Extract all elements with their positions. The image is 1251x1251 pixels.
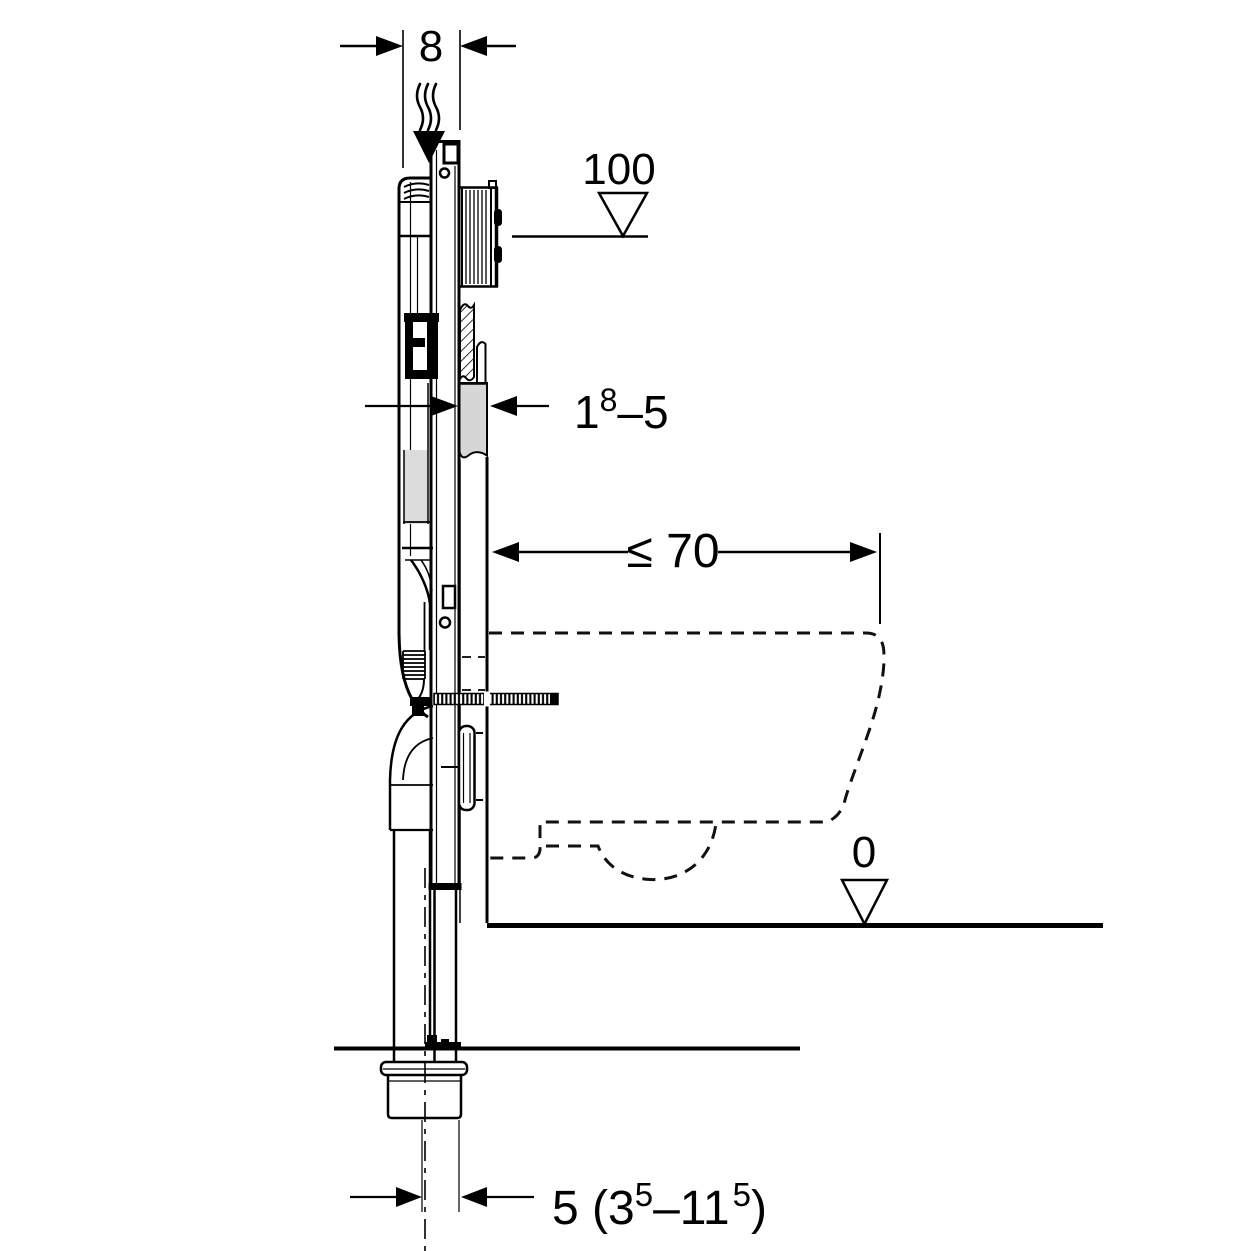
frame-depth-label: 8 [419, 22, 443, 71]
plaster-hatch-strip [459, 301, 475, 383]
level-triangle-icon [596, 191, 650, 239]
finished-wall [459, 457, 489, 923]
rail-hole-top [438, 167, 451, 179]
dimension-arrow-icon [460, 36, 487, 56]
water-supply-arrow-icon [413, 82, 445, 163]
dimension-finish-thickness: 18–5 [365, 382, 669, 438]
dimension-arrow-icon [492, 542, 519, 562]
level-marker-100: 100 [512, 145, 656, 239]
dimension-arrow-icon [461, 1187, 487, 1207]
dimension-arrow-icon [396, 1187, 422, 1207]
finish-thickness-block [458, 382, 488, 459]
dimension-frame-depth: 8 [340, 22, 516, 168]
finish-plate-strip [476, 341, 487, 383]
tank-section-fill [404, 450, 428, 524]
wall-finish-layers [458, 301, 488, 459]
dimension-arrow-icon [850, 542, 877, 562]
wc-pan-outline [489, 631, 886, 882]
level-marker-0: 0 [839, 828, 890, 927]
rail-top-bracket [442, 142, 460, 165]
outlet-connector [457, 724, 486, 812]
dimension-outlet-offset: 5 (35–115) [350, 1176, 767, 1235]
actuator-protection-box [460, 180, 502, 288]
flex-connector [402, 650, 426, 680]
outlet-offset-label: 5 (35–115) [552, 1176, 767, 1235]
dimension-pan-depth: ≤ 70 [492, 525, 881, 624]
level-0-label: 0 [852, 828, 876, 877]
dimension-arrow-icon [376, 36, 403, 56]
level-100-label: 100 [582, 145, 655, 194]
threaded-rod [433, 691, 559, 707]
dimension-arrow-icon [431, 396, 458, 416]
foot-pad [427, 1035, 437, 1047]
level-triangle-icon [839, 878, 890, 927]
drain-elbow [388, 704, 434, 1062]
foot-pad [441, 1039, 449, 1047]
flush-valve-mechanism [404, 313, 439, 379]
rail-slot [441, 584, 457, 610]
finish-thickness-label: 18–5 [574, 382, 669, 438]
rail-bottom-cap [428, 883, 462, 890]
drain-socket [379, 1060, 469, 1120]
rail-hole-mid [438, 616, 452, 629]
pan-depth-label: ≤ 70 [626, 525, 719, 578]
dimension-arrow-icon [490, 396, 517, 416]
